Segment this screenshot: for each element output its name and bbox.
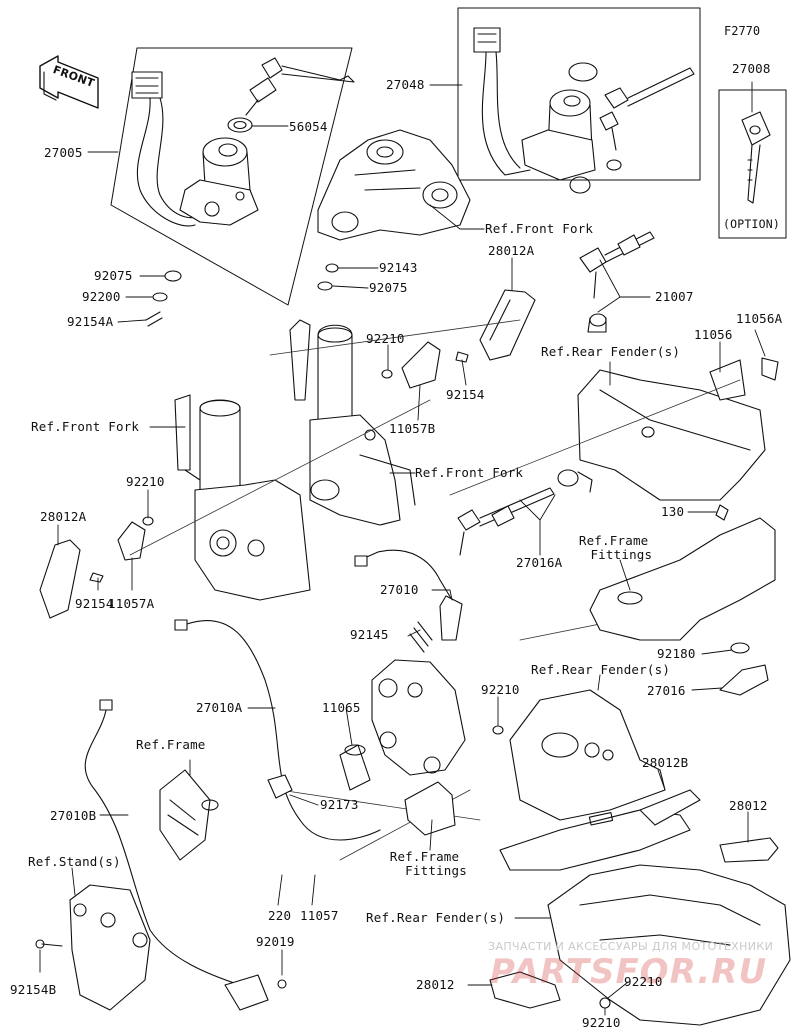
label-92075-b: 92075 [369,280,408,295]
label-ref-rear-fender-1: Ref.Rear Fender(s) [541,344,681,359]
keys-27016a-drawing [457,469,593,556]
leader-lines [39,81,766,1016]
reflector-28012a-top-drawing [479,289,536,361]
label-28012-bottom: 28012 [416,977,455,992]
label-92143: 92143 [379,260,418,275]
label-92210-b: 92210 [126,474,165,489]
label-92154-a: 92154 [446,387,485,402]
label-92173: 92173 [320,797,359,812]
label-11057b: 11057B [389,421,436,436]
label-28012a-top: 28012A [488,243,535,258]
label-27016a: 27016A [516,555,563,570]
label-92154-b: 92154 [75,596,114,611]
watermark-line2: PARTSFOR.RU [490,952,768,992]
label-28012-right: 28012 [729,798,768,813]
label-ref-front-fork-2: Ref.Front Fork [31,419,140,434]
label-ref-front-fork-3: Ref.Front Fork [415,465,524,480]
label-92210-e: 92210 [582,1015,621,1030]
label-92180: 92180 [657,646,696,661]
label-92210-c: 92210 [481,682,520,697]
ignition-switch-27005-drawing [131,57,355,227]
rear-fender-part-1-drawing [577,357,779,501]
label-27010a: 27010A [196,700,243,715]
label-11057a: 11057A [108,596,155,611]
front-fork-left-drawing [174,394,311,601]
front-fork-right-drawing [289,319,416,526]
label-28012b: 28012B [642,755,689,770]
label-27048: 27048 [386,77,425,92]
label-11057: 11057 [300,908,339,923]
label-27008: 27008 [732,61,771,76]
set-boundary-27005 [110,47,353,306]
label-92145: 92145 [350,627,389,642]
set-boundary-27008 [718,89,787,239]
label-92154b: 92154B [10,982,57,997]
ignition-switch-27048-drawing [473,27,695,194]
watermark-line1: ЗАПЧАСТИ И АКСЕССУАРЫ ДЛЯ МОТОТЕХНИКИ [488,940,774,953]
label-11065: 11065 [322,700,361,715]
sensor-27010-drawing [354,549,463,653]
label-92075-a: 92075 [94,268,133,283]
side-stand-bracket-drawing [35,884,287,1011]
label-92019: 92019 [256,934,295,949]
label-92210-a: 92210 [366,331,405,346]
set-boundary-27048 [457,7,701,181]
upper-bracket-drawing [317,129,471,241]
option-label: (OPTION) [723,217,780,231]
reflector-28012a-left-drawing [39,539,81,619]
label-ref-rear-fender-2: Ref.Rear Fender(s) [531,662,671,677]
label-27010b: 27010B [50,808,97,823]
label-27005: 27005 [44,145,83,160]
front-direction-arrow-icon [39,55,99,109]
label-ref-frame-fittings-1: Ref.Frame Fittings [578,533,653,562]
switch-assembly-drawing [339,659,466,836]
diagram-code: F2770 [724,24,761,38]
frame-fittings-drawing [589,504,776,696]
label-21007: 21007 [655,289,694,304]
label-11056: 11056 [694,327,733,342]
keys-21007-drawing [579,231,655,333]
key-27008-drawing [741,111,771,204]
label-92200: 92200 [82,289,121,304]
rear-fender-big-drawing [489,864,791,1026]
label-ref-rear-fender-3: Ref.Rear Fender(s) [366,910,506,925]
label-ref-stand: Ref.Stand(s) [28,854,121,869]
label-ref-frame-fittings-2: Ref.Frame Fittings [389,849,467,878]
rear-fender-tail-drawing [492,689,779,871]
label-220: 220 [268,908,292,923]
washers-drawing [145,263,339,327]
label-92210-d: 92210 [624,974,663,989]
label-27010: 27010 [380,582,419,597]
label-56054: 56054 [289,119,328,134]
label-ref-front-fork-1: Ref.Front Fork [485,221,594,236]
label-ref-frame: Ref.Frame [136,737,206,752]
cable-27010b-drawing [84,699,241,986]
label-130: 130 [661,504,685,519]
label-27016: 27016 [647,683,686,698]
frame-bracket-drawing [159,769,219,861]
cable-27010a-drawing [174,619,381,841]
label-92154a-top: 92154A [67,314,114,329]
label-11056a: 11056A [736,311,783,326]
label-28012a-left: 28012A [40,509,87,524]
